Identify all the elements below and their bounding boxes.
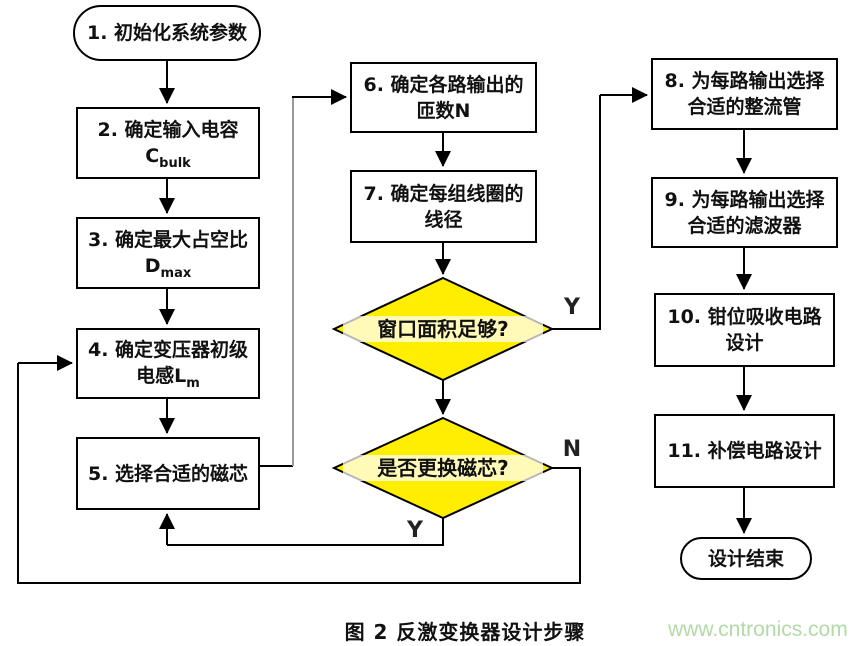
node-step4-line2: 电感Lm: [136, 365, 200, 391]
node-step2-line1: 2. 确定输入电容: [97, 118, 239, 141]
node-step5-label: 5. 选择合适的磁芯: [87, 462, 249, 485]
branch-label-core-no: N: [562, 437, 582, 462]
node-step6-line2: 匝数N: [416, 99, 471, 122]
node-step9-line2: 合适的滤波器: [687, 214, 802, 237]
node-step5: 5. 选择合适的磁芯: [76, 437, 260, 510]
node-start-label: 1. 初始化系统参数: [86, 22, 248, 44]
node-step6-line1: 6. 确定各路输出的: [363, 73, 524, 96]
node-step9-line1: 9. 为每路输出选择: [664, 188, 825, 211]
node-step3-line1: 3. 确定最大占空比: [87, 228, 249, 251]
node-step8-line1: 8. 为每路输出选择: [664, 70, 825, 92]
branch-label-core-yes: Y: [407, 518, 423, 543]
node-start: 1. 初始化系统参数: [73, 5, 261, 61]
decision-window-area-label: 窗口面积足够?: [343, 316, 543, 342]
node-step3: 3. 确定最大占空比 Dmax: [76, 217, 260, 289]
node-end-label: 设计结束: [707, 547, 784, 570]
node-step4-line1: 4. 确定变压器初级: [87, 339, 249, 362]
branch-label-window-yes: Y: [564, 295, 580, 320]
node-step8: 8. 为每路输出选择 合适的整流管: [651, 58, 838, 130]
watermark-text: www.cntronics.com: [668, 618, 848, 641]
node-step8-line2: 合适的整流管: [687, 96, 802, 118]
connector-decision1-yes: [552, 95, 601, 330]
node-step11: 11. 补偿电路设计: [654, 414, 835, 488]
connector-decision2-no: [17, 363, 581, 584]
connector-decision2-yes: [167, 518, 444, 546]
node-step10-line1: 10. 钳位吸收电路: [667, 306, 822, 328]
node-step6: 6. 确定各路输出的 匝数N: [350, 62, 537, 133]
node-step2: 2. 确定输入电容 Cbulk: [76, 107, 260, 179]
node-step3-line2: Dmax: [144, 254, 192, 281]
decision-change-core-label: 是否更换磁芯?: [343, 455, 543, 481]
node-step9: 9. 为每路输出选择 合适的滤波器: [651, 177, 838, 248]
node-step7-line1: 7. 确定每组线圈的: [363, 182, 524, 205]
node-step7-line2: 线径: [424, 208, 463, 231]
node-step11-label: 11. 补偿电路设计: [667, 440, 822, 462]
node-step2-line2: Cbulk: [145, 144, 191, 171]
node-step10: 10. 钳位吸收电路 设计: [654, 293, 835, 367]
node-step10-line2: 设计: [725, 332, 764, 354]
node-step7: 7. 确定每组线圈的 线径: [350, 170, 537, 243]
node-step4: 4. 确定变压器初级 电感Lm: [76, 328, 260, 399]
node-end: 设计结束: [680, 537, 812, 580]
figure-caption: 图 2 反激变换器设计步骤: [344, 620, 586, 644]
